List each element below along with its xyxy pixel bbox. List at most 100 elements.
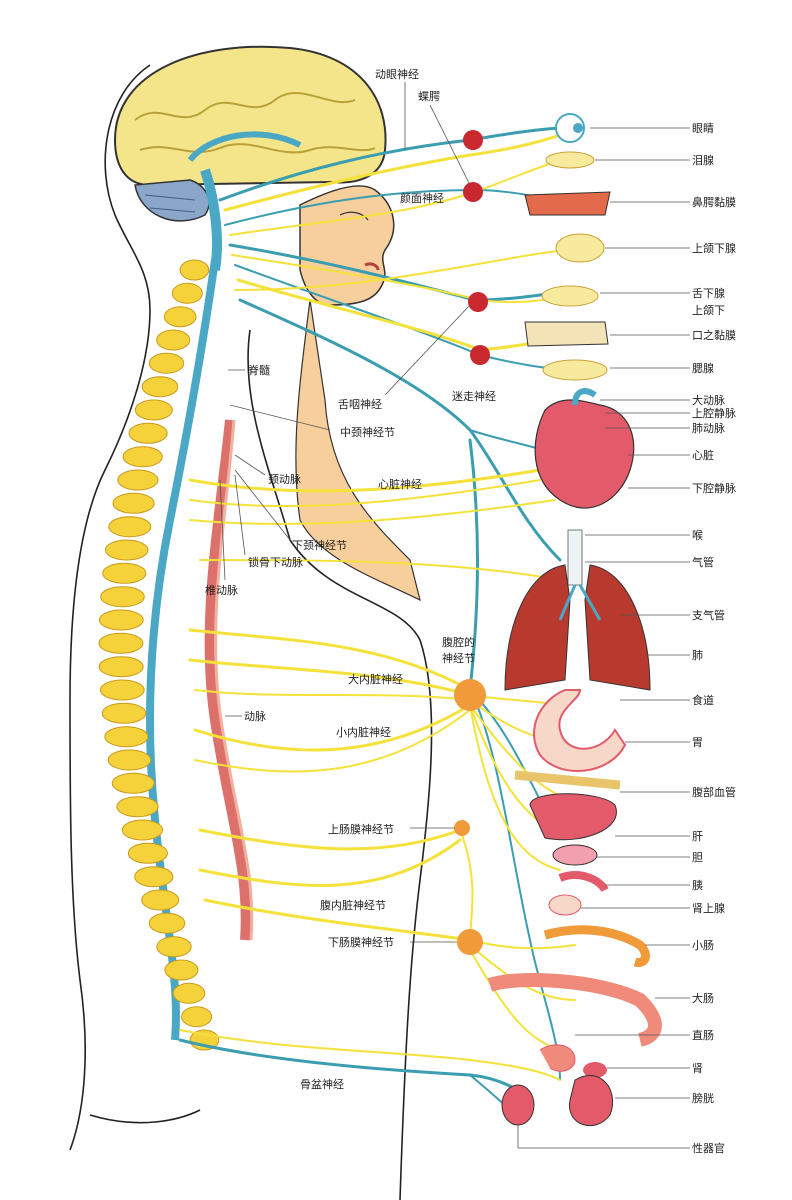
leader-lines	[517, 127, 690, 1149]
label-greater-splanchnic-nerve: 大内脏神经	[348, 672, 403, 686]
label-lesser-splanchnic-nerve: 小内脏神经	[336, 725, 391, 739]
label-inferior-vena-cava: 下腔静脉	[692, 481, 736, 495]
label-artery: 动脉	[244, 709, 266, 723]
sublingual-gland-organ	[541, 285, 599, 307]
vertebra	[107, 749, 152, 771]
label-mouth-mucosa: 口之黏膜	[692, 328, 736, 342]
abdominal-vessels-organ	[514, 770, 621, 790]
label-esophagus: 食道	[692, 693, 714, 707]
vertebra	[116, 796, 159, 818]
label-aorta: 大动脉	[692, 393, 725, 407]
vertebra	[98, 609, 144, 631]
gallbladder-organ	[552, 844, 598, 866]
vertebra	[141, 889, 180, 911]
label-gallbladder: 胆	[692, 851, 703, 864]
mouth-mucosa-organ	[524, 321, 609, 347]
vertebra	[101, 702, 147, 724]
label-rectum: 直肠	[692, 1028, 714, 1042]
vertebra	[111, 772, 155, 794]
left-lung-organ	[504, 564, 571, 691]
stomach-organ	[533, 689, 627, 772]
heart-organ	[534, 399, 635, 509]
label-cardiac-nerve: 心脏神经	[378, 477, 422, 491]
kidney-organ	[583, 1062, 607, 1078]
label-adrenal-gland: 肾上腺	[692, 901, 725, 915]
trachea-organ	[567, 529, 583, 586]
vertebra	[117, 469, 159, 491]
label-renal-splanchnic-ganglion: 腹内脏神经节	[320, 898, 386, 912]
label-abdominal-vessels: 腹部血管	[692, 785, 736, 799]
vertebra	[104, 726, 149, 748]
label-lung: 肺	[692, 649, 703, 662]
label-eye: 眼睛	[692, 122, 714, 135]
label-lacrimal-gland: 泪腺	[692, 153, 714, 167]
label-spinal-cord: 脊髓	[248, 363, 270, 377]
label-glossopharyngeal-nerve: 舌咽神经	[338, 397, 382, 411]
label-submandibular-gland: 上颌下腺	[692, 241, 736, 255]
organs	[487, 113, 662, 1127]
label-vagus-nerve: 迷走神经	[452, 389, 496, 403]
ganglia	[454, 130, 490, 955]
brain	[113, 45, 387, 271]
vertebra	[128, 422, 168, 444]
label-inferior-mesenteric-ganglion: 下肠膜神经节	[328, 935, 394, 949]
nerve-labels: 动眼神经 蝶腭 颜面神经 舌咽神经 迷走神经 脊髓 中颈神经节 颈动脉 心脏神经…	[205, 67, 496, 1091]
label-stomach: 胃	[692, 736, 703, 749]
vertebra	[134, 866, 174, 888]
organ-labels: 眼睛 泪腺 鼻腭黏膜 上颌下腺 舌下腺 上颌下 口之黏膜 腮腺 大动脉 上腔静脉…	[692, 122, 736, 1155]
vertebra	[99, 679, 145, 701]
vertebra	[98, 632, 144, 654]
label-subclavian-artery: 锁骨下动脉	[248, 555, 303, 569]
label-heart: 心脏	[692, 449, 714, 462]
parotid-gland-organ	[542, 359, 608, 381]
label-vertebral-artery: 椎动脉	[205, 583, 238, 597]
vertebra	[163, 306, 197, 328]
label-pulmonary-artery: 肺动脉	[692, 421, 725, 435]
label-large-intestine: 大肠	[692, 991, 714, 1005]
vertebra	[148, 352, 185, 374]
label-carotid-artery: 颈动脉	[268, 472, 301, 486]
label-parotid-gland: 腮腺	[692, 361, 714, 375]
label-celiac-ganglion-line2: 神经节	[442, 651, 475, 665]
vertebra	[172, 982, 206, 1004]
vertebra	[156, 329, 191, 351]
label-oculomotor-nerve: 动眼神经	[375, 67, 419, 81]
label-bladder: 膀胱	[692, 1091, 714, 1105]
label-middle-cervical-ganglion: 中颈神经节	[340, 425, 395, 439]
label-trachea: 气管	[692, 555, 714, 569]
label-liver: 肝	[692, 830, 703, 843]
vertebra	[104, 539, 149, 561]
face	[295, 185, 421, 602]
vertebra	[108, 516, 152, 538]
vertebra	[148, 912, 186, 934]
large-intestine-organ	[487, 973, 662, 1047]
small-intestine-organ	[543, 925, 650, 967]
nasal-mucosa-organ	[524, 191, 611, 216]
spinal-column	[98, 259, 220, 1051]
vertebra	[179, 259, 210, 281]
adrenal-gland-organ	[548, 894, 582, 916]
right-lung-organ	[584, 564, 651, 691]
label-pterygopalatine: 蝶腭	[418, 89, 440, 103]
label-bronchus: 支气管	[692, 608, 725, 622]
submandibular-gland-organ	[555, 233, 605, 263]
label-nasal-mucosa: 鼻腭黏膜	[692, 195, 736, 209]
label-facial-nerve: 颜面神经	[400, 191, 444, 205]
body-silhouette	[69, 64, 433, 1200]
vertebra	[127, 842, 168, 864]
label-kidney: 肾	[692, 1062, 703, 1075]
vertebra	[121, 819, 163, 841]
label-submandibular: 上颌下	[692, 303, 725, 317]
label-sublingual-gland: 舌下腺	[692, 286, 725, 300]
vertebra	[181, 1006, 213, 1028]
aorta-artery	[204, 419, 251, 941]
lacrimal-gland-organ	[545, 151, 595, 169]
label-pancreas: 胰	[692, 878, 703, 892]
rectum-organ	[539, 1044, 576, 1072]
label-pelvic-nerve: 骨盆神经	[300, 1077, 344, 1091]
vertebra	[102, 562, 147, 584]
eye-organ	[555, 113, 585, 143]
liver-organ	[529, 793, 617, 841]
label-superior-vena-cava: 上腔静脉	[692, 406, 736, 420]
